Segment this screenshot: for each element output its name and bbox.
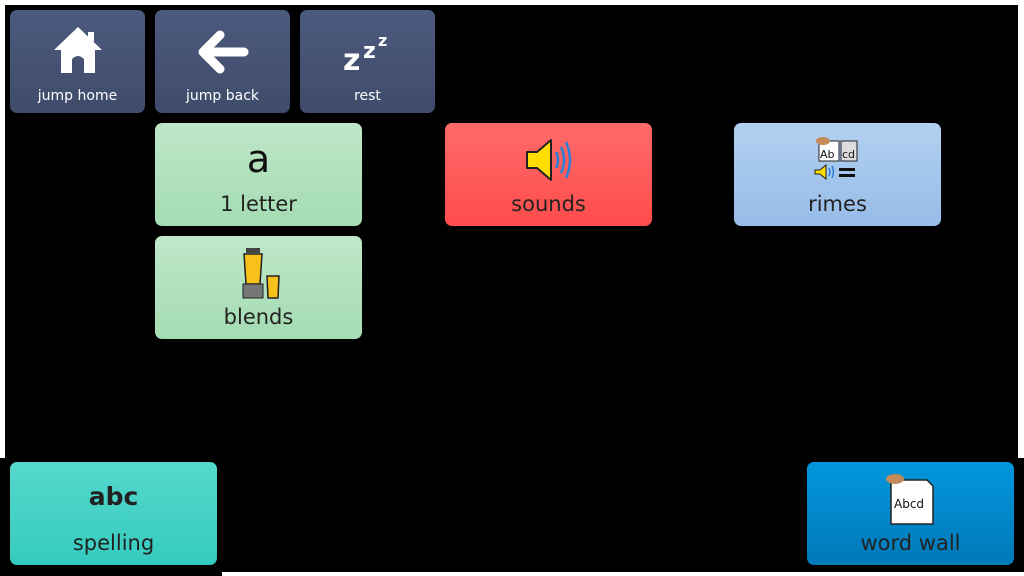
rimes-card-left: Ab: [820, 148, 835, 161]
jump-home-label: jump home: [37, 88, 118, 104]
board-background-corner: [0, 570, 222, 576]
jump-home-button[interactable]: jump home: [10, 10, 145, 113]
blender-icon: [155, 246, 362, 300]
rimes-card-right: cd: [842, 148, 855, 161]
rest-label: rest: [354, 88, 381, 104]
rimes-label: rimes: [808, 192, 867, 216]
letter-a-glyph: a: [246, 137, 271, 181]
one-letter-button[interactable]: a 1 letter: [155, 123, 362, 226]
jump-back-label: jump back: [185, 88, 259, 104]
svg-text:z: z: [378, 31, 387, 50]
one-letter-label: 1 letter: [220, 192, 297, 216]
arrow-left-icon: [155, 30, 290, 74]
rimes-button[interactable]: Ab cd rimes: [734, 123, 941, 226]
blends-label: blends: [223, 305, 294, 329]
blends-button[interactable]: blends: [155, 236, 362, 339]
word-card-icon: Abcd: [807, 472, 1014, 526]
speaker-icon: [445, 137, 652, 183]
spelling-label: spelling: [72, 531, 155, 555]
svg-text:z: z: [343, 43, 360, 74]
jump-back-button[interactable]: jump back: [155, 10, 290, 113]
word-wall-label: word wall: [860, 531, 961, 555]
word-wall-button[interactable]: Abcd word wall: [807, 462, 1014, 565]
sounds-button[interactable]: sounds: [445, 123, 652, 226]
svg-text:z: z: [363, 39, 376, 64]
home-icon: [10, 24, 145, 76]
abc-glyph: abc: [88, 482, 139, 511]
word-card-text: Abcd: [894, 497, 924, 511]
spelling-button[interactable]: abc spelling: [10, 462, 217, 565]
rimes-symbol-icon: Ab cd: [734, 135, 941, 185]
sounds-label: sounds: [511, 192, 586, 216]
